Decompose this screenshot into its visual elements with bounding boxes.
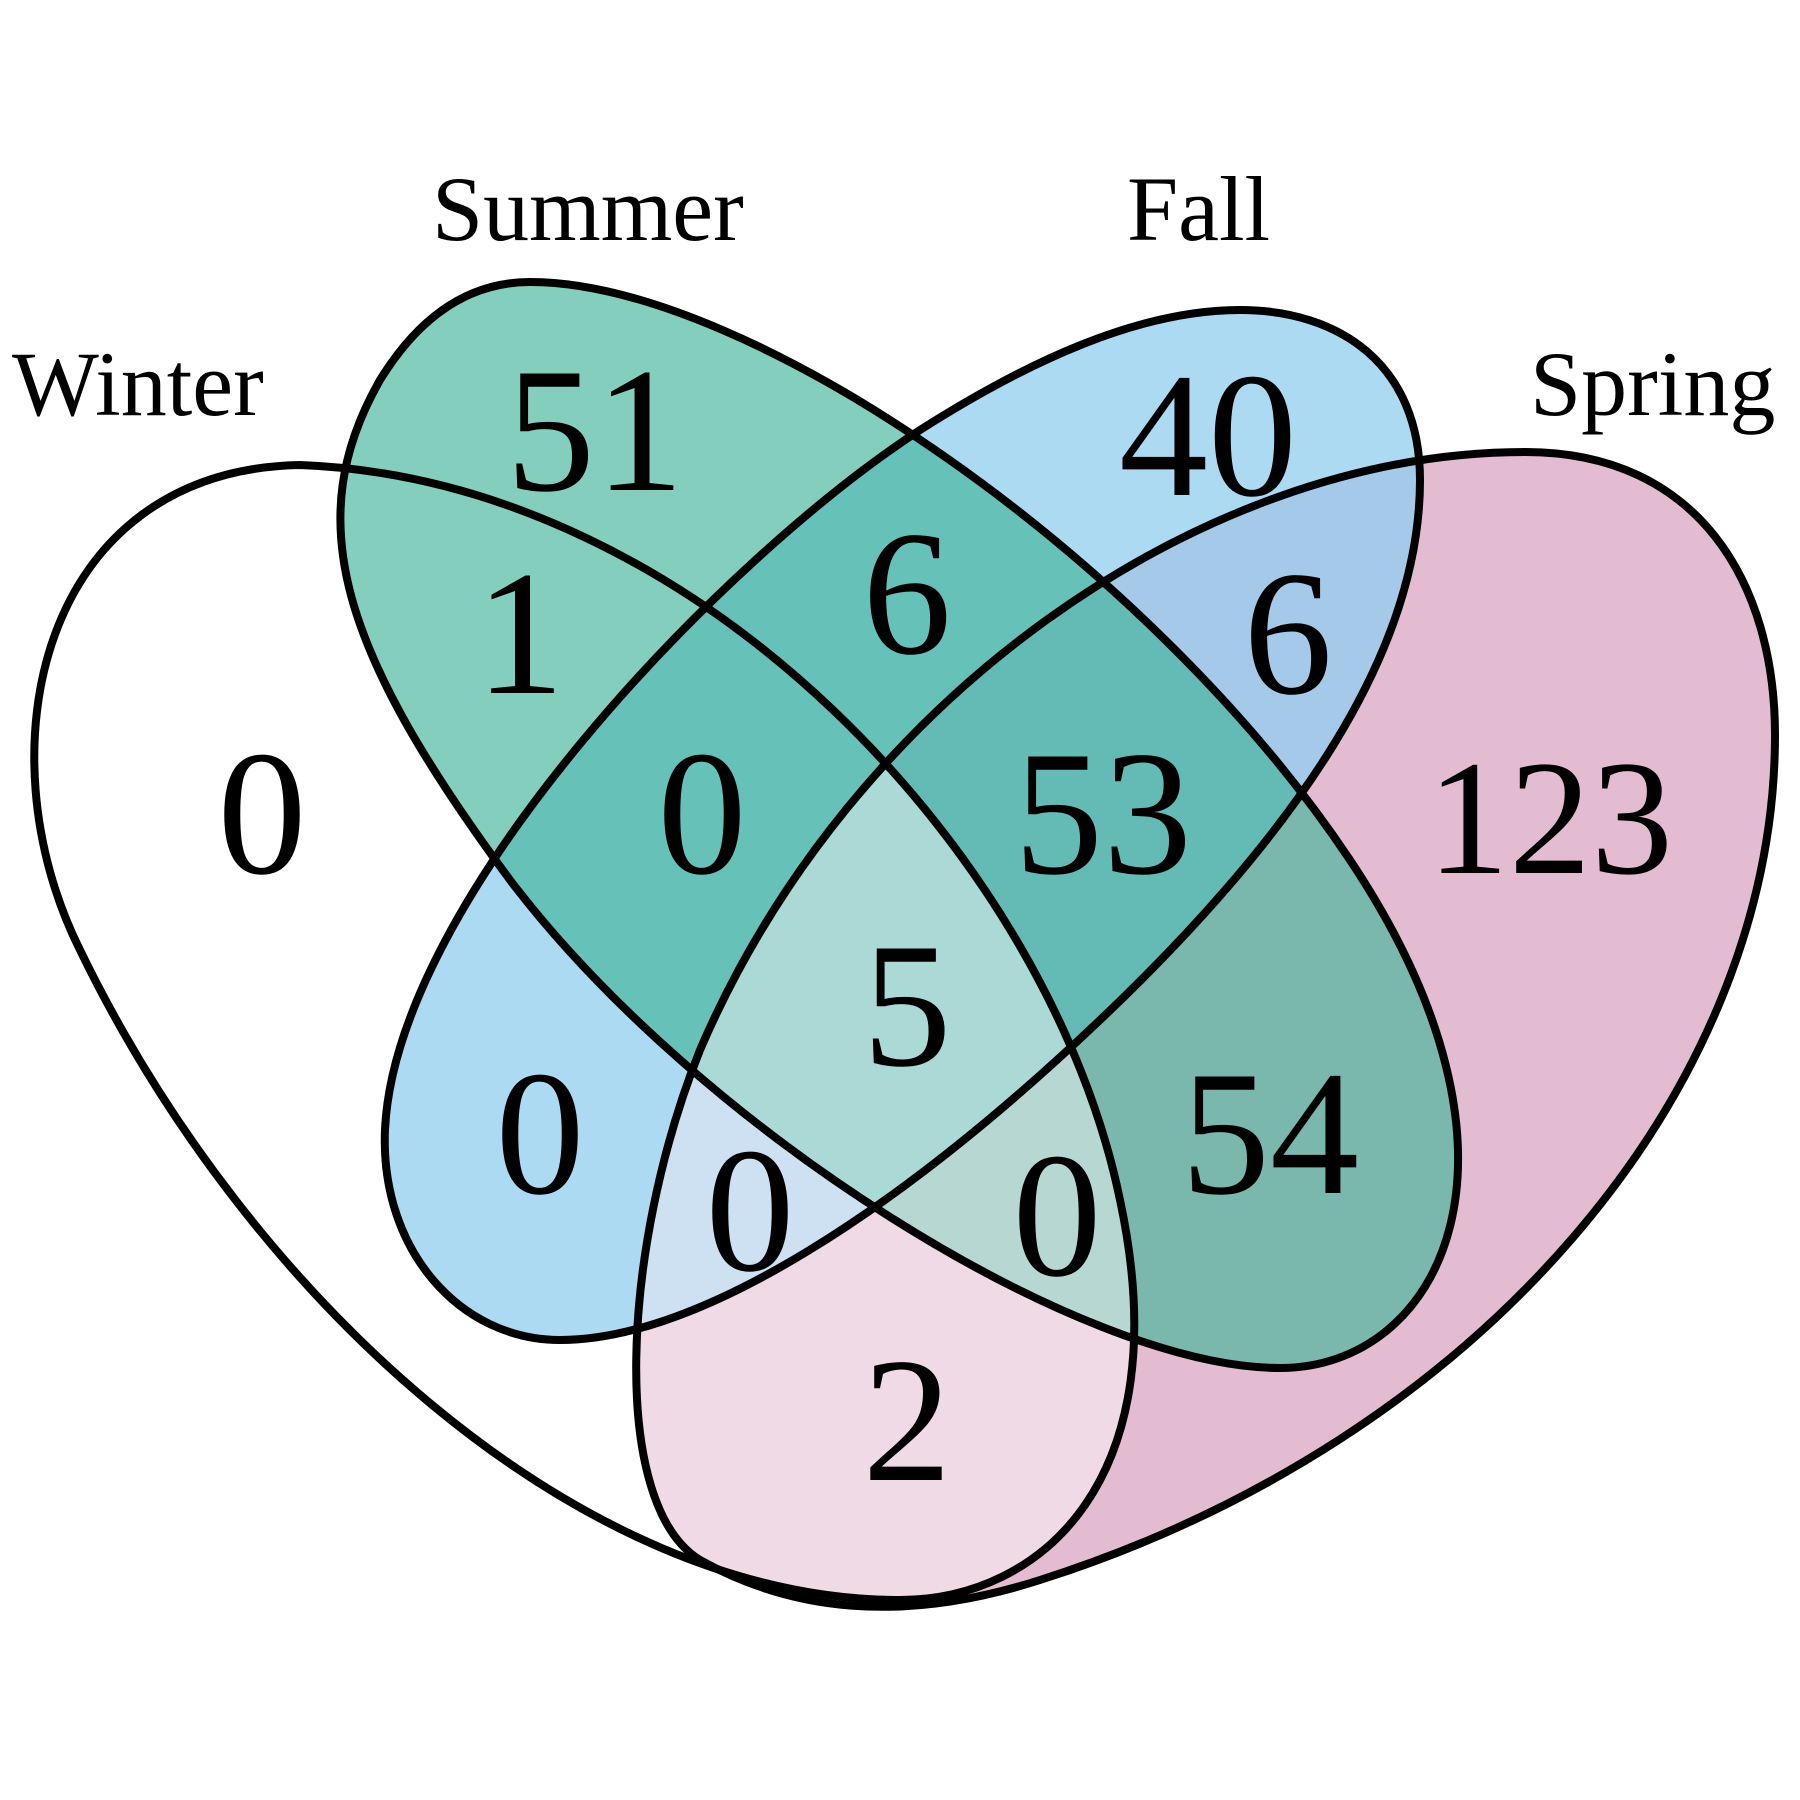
count-summer-fall: 6 [863, 494, 952, 692]
count-winter-summer-spring: 0 [1013, 1116, 1102, 1314]
set-outline-winter [30, 460, 1139, 1605]
count-winter-summer-fall: 0 [658, 714, 747, 912]
count-winter-summer: 1 [476, 534, 565, 732]
count-winter-spring: 2 [863, 1321, 952, 1519]
label-winter: Winter [12, 333, 264, 435]
set-outline-fall [380, 305, 1425, 1345]
count-all-four: 5 [863, 906, 952, 1104]
count-summer-fall-spring: 53 [1014, 714, 1192, 912]
label-summer: Summer [432, 158, 744, 260]
count-winter-fall: 0 [496, 1034, 585, 1232]
count-winter-only: 0 [218, 714, 307, 912]
label-spring: Spring [1530, 333, 1775, 435]
set-outline-spring [632, 447, 1780, 1611]
count-winter-fall-spring: 0 [706, 1111, 795, 1309]
count-summer-spring: 54 [1181, 1034, 1359, 1232]
count-summer-only: 51 [506, 331, 684, 529]
count-fall-spring: 6 [1244, 534, 1333, 732]
count-spring-only: 123 [1427, 728, 1673, 909]
count-fall-only: 40 [1119, 336, 1297, 534]
set-outline-summer [336, 277, 1462, 1373]
label-fall: Fall [1127, 158, 1270, 260]
